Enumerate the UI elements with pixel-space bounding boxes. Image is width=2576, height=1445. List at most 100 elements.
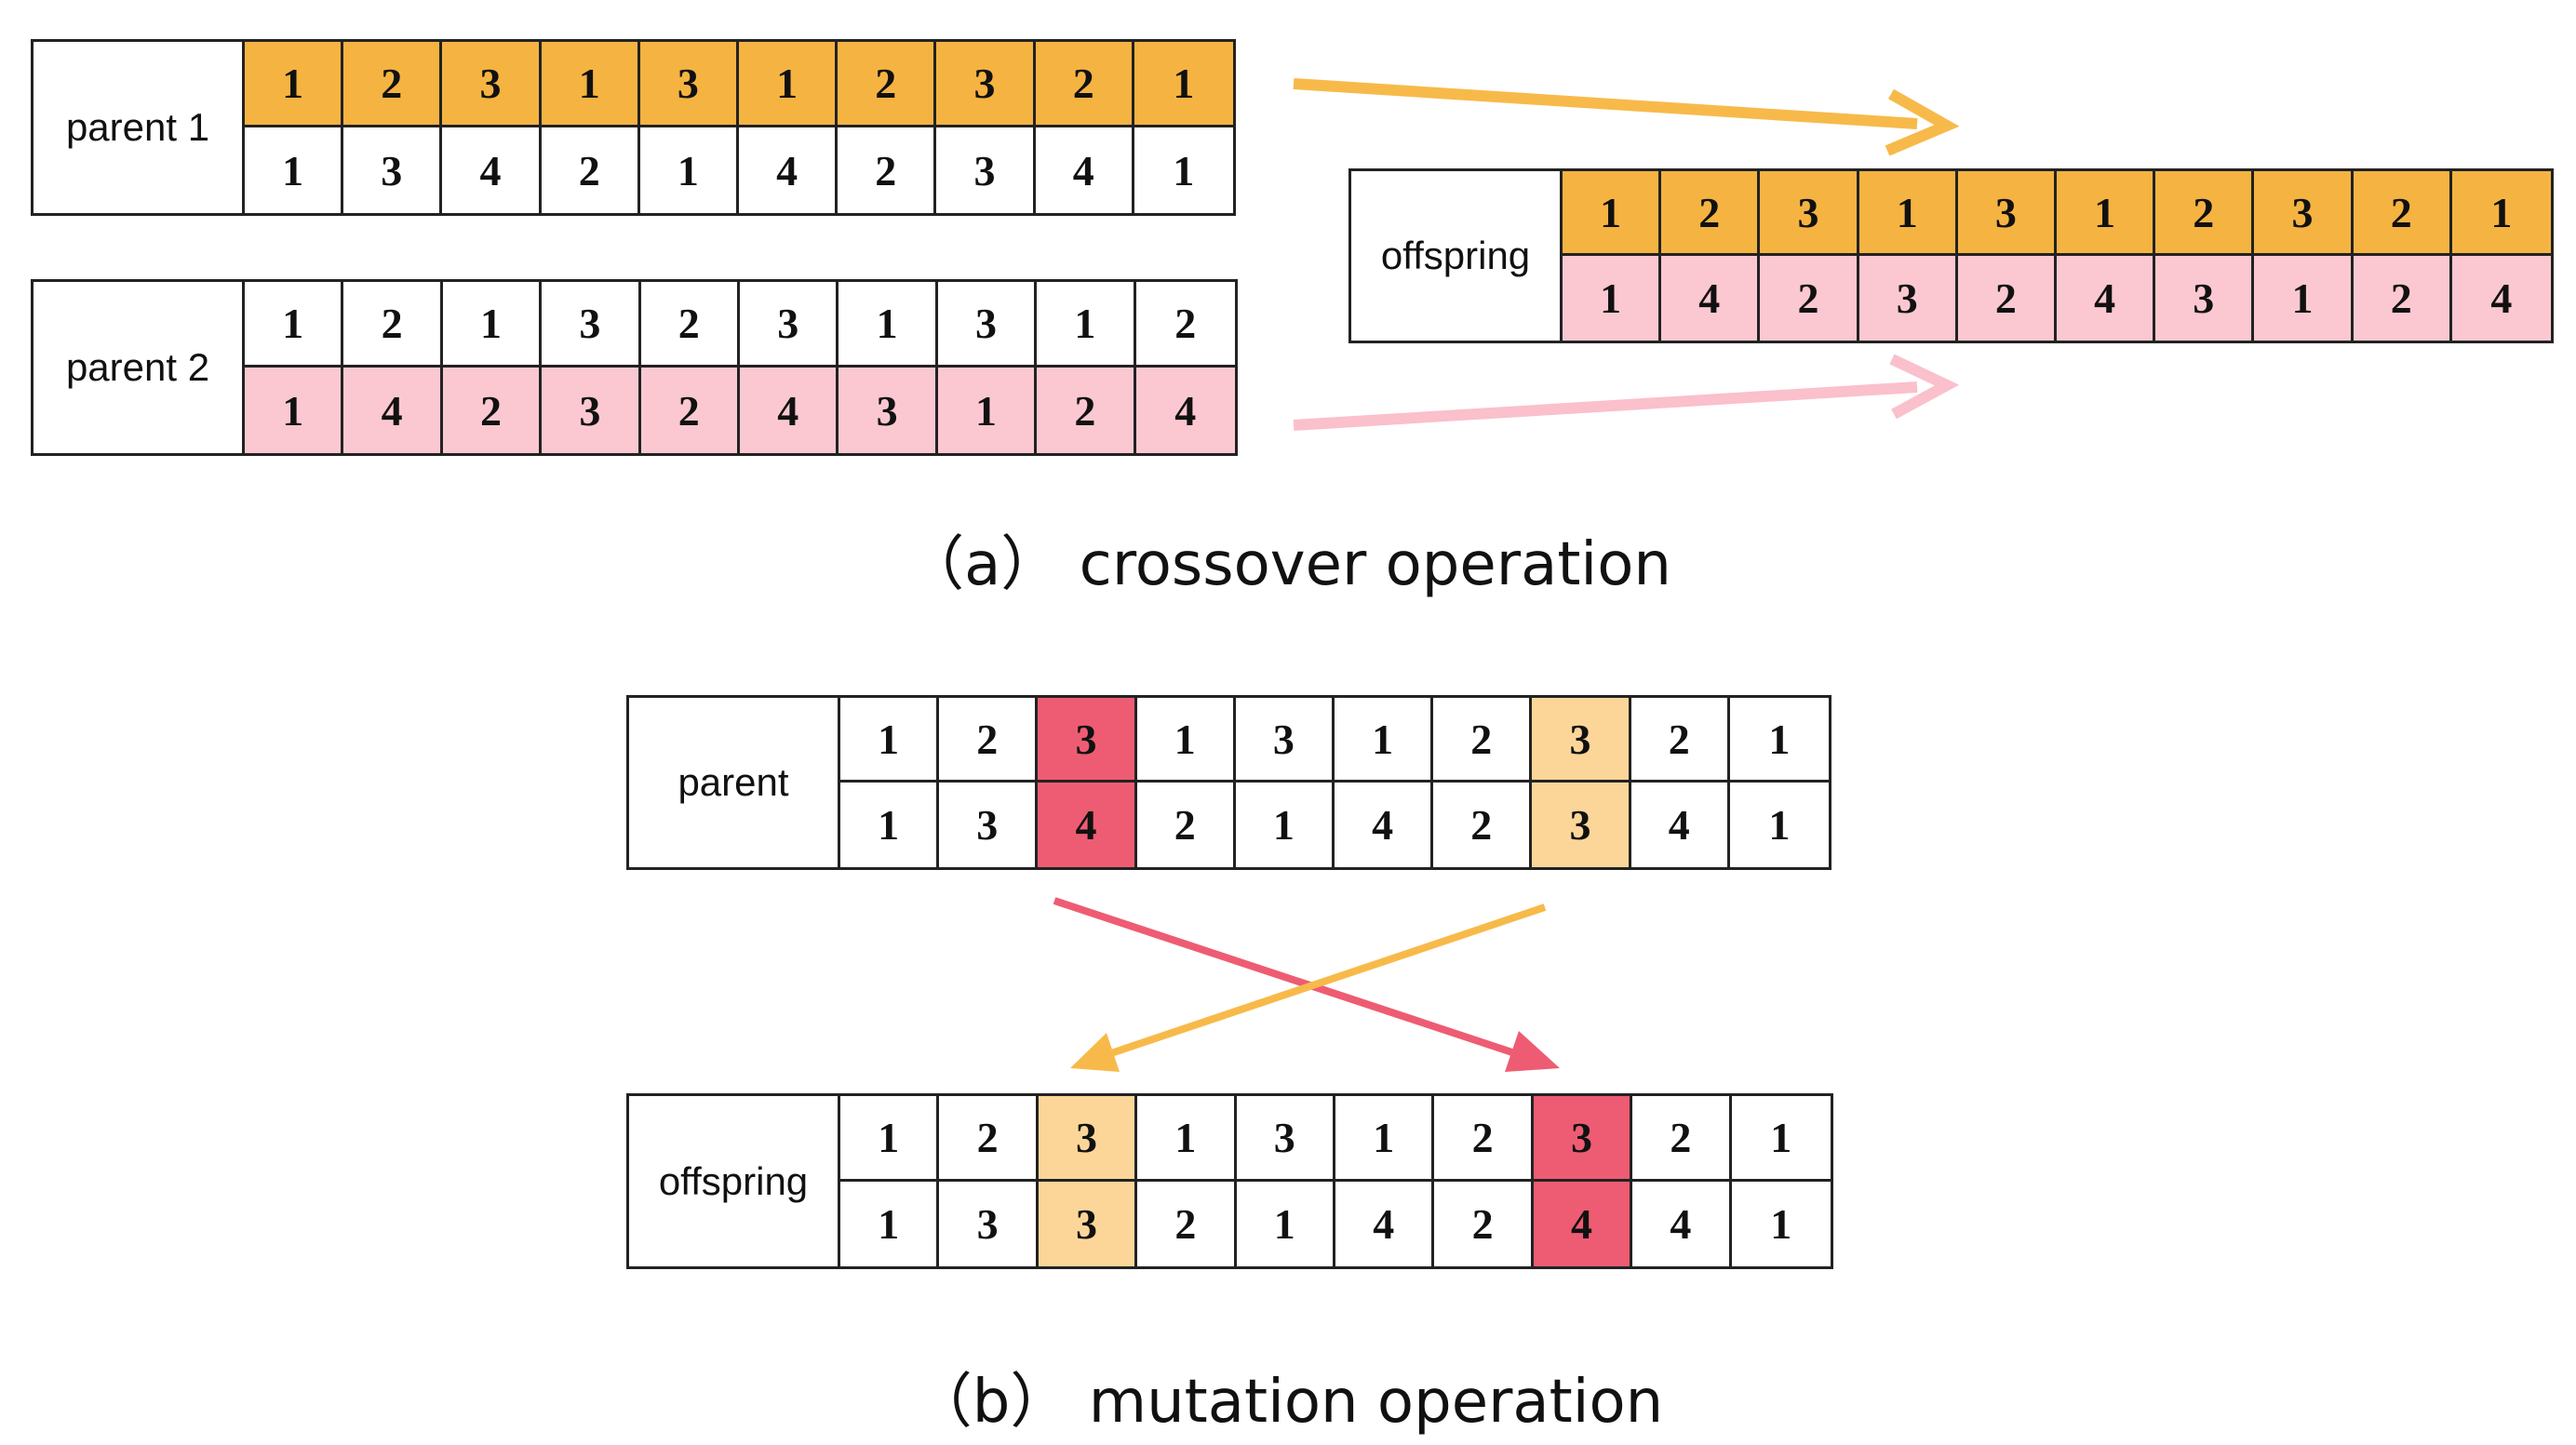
crossover-offspring-gene-bottom-9: 2 [2353,256,2452,341]
crossover-offspring-gene-bottom-2: 4 [1661,256,1761,341]
parent2-gene-bottom-5: 2 [640,368,740,453]
mutation-offspring-gene-top-6: 1 [1335,1096,1435,1182]
parent2-gene-top-9: 1 [1037,282,1136,368]
mutation-parent-gene-bottom-9: 4 [1631,783,1730,867]
mutation-offspring-gene-top-5: 3 [1236,1096,1335,1182]
mutation-offspring-gene-bottom-1: 1 [840,1181,940,1266]
orange-arrow-head [1070,1033,1120,1072]
parent2-gene-top-2: 2 [343,282,443,368]
mutation-offspring-gene-bottom-7: 2 [1434,1181,1534,1266]
parent1-gene-bottom-2: 3 [343,127,443,213]
parent2-gene-top-6: 3 [740,282,839,368]
mutation-offspring-gene-top-9: 2 [1632,1096,1732,1182]
mutation-parent-gene-top-9: 2 [1630,698,1730,783]
mutation-parent-gene-bottom-8: 3 [1532,783,1631,867]
crossover-offspring-gene-top-2: 2 [1661,171,1761,256]
parent1-gene-top-3: 3 [442,42,542,127]
parent1-arrow-shaft [1293,78,1918,129]
parent2-gene-bottom-1: 1 [245,368,344,453]
mutation-parent-gene-bottom-3: 4 [1038,783,1137,867]
mutation-parent-gene-top-4: 1 [1136,698,1236,783]
parent2-gene-top-4: 3 [542,282,641,368]
mutation-parent-gene-bottom-2: 3 [939,783,1039,867]
swap-arrow-orange [1070,903,1547,1072]
crossover-offspring-gene-top-4: 1 [1858,171,1958,256]
mutation-parent-label: parent [629,698,840,867]
mutation-parent-gene-bottom-7: 2 [1433,783,1533,867]
mutation-offspring-gene-top-7: 2 [1434,1096,1534,1182]
parent1-gene-top-7: 2 [838,42,937,127]
parent1-gene-bottom-3: 4 [442,127,542,213]
mutation-offspring-gene-bottom-2: 3 [939,1181,1039,1266]
mutation-offspring-gene-top-2: 2 [939,1096,1039,1182]
parent1-gene-top-4: 1 [541,42,640,127]
parent1-gene-bottom-8: 3 [936,127,1036,213]
mutation-parent-gene-bottom-1: 1 [840,783,940,867]
parent2-gene-bottom-9: 2 [1037,368,1136,453]
mutation-offspring-gene-top-4: 1 [1137,1096,1237,1182]
parent2-gene-bottom-3: 2 [442,368,543,453]
parent1-gene-bottom-6: 4 [739,127,839,213]
crossover-offspring-gene-bottom-4: 3 [1858,256,1958,341]
crossover-offspring-gene-bottom-8: 1 [2254,256,2354,341]
mutation-offspring-gene-bottom-3: 3 [1038,1181,1138,1266]
parent2-gene-bottom-8: 1 [937,368,1038,453]
mutation-offspring-gene-bottom-9: 4 [1632,1181,1732,1266]
crossover-offspring-label: offspring [1351,171,1563,341]
crossover-offspring-gene-top-7: 2 [2155,171,2255,256]
crossover-offspring-gene-bottom-7: 3 [2155,256,2255,341]
parent1-label: parent 1 [34,42,245,213]
parent1-gene-top-8: 3 [936,42,1036,127]
mutation-parent-gene-top-5: 3 [1235,698,1335,783]
mutation-offspring-gene-bottom-10: 1 [1770,1199,1792,1248]
mutation-offspring-gene-top-1: 1 [840,1096,940,1182]
mutation-parent-gene-top-10: 1 [1729,698,1829,783]
parent1-gene-top-6: 1 [738,42,839,127]
crossover-offspring-gene-top-3: 3 [1760,171,1859,256]
parent2-arrow-head [1889,354,1960,420]
mutation-offspring-label: offspring [629,1096,840,1266]
parent2-gene-top-3: 1 [442,282,543,368]
mutation-parent-gene-top-1: 1 [840,698,940,783]
parent2-gene-bottom-6: 4 [740,368,839,453]
mutation-offspring-gene-top-3: 3 [1038,1096,1138,1182]
parent2-to-offspring-arrow [1293,354,1960,431]
mutation-parent-gene-top-6: 1 [1334,698,1434,783]
mutation-offspring-gene-bottom-4: 2 [1137,1181,1237,1266]
parent2-gene-bottom-7: 3 [839,368,938,453]
crossover-offspring-gene-top-6: 1 [2056,171,2156,256]
parent2-gene-top-8: 3 [937,282,1038,368]
mutation-parent-gene-top-3: 3 [1038,698,1137,783]
crossover-caption: （a） crossover operation [905,530,1671,599]
parent1-gene-bottom-9: 4 [1036,127,1134,213]
crossover-offspring-gene-bottom-1: 1 [1563,256,1662,341]
parent2-label: parent 2 [34,282,245,453]
crossover-offspring-gene-bottom-5: 2 [1957,256,2057,341]
parent2-gene-top-5: 2 [640,282,740,368]
parent1-gene-bottom-4: 2 [542,127,640,213]
mutation-parent-gene-top-7: 2 [1433,698,1533,783]
mutation-caption: （b） mutation operation [912,1368,1664,1437]
crossover-offspring-gene-top-5: 3 [1957,171,2057,256]
crossover-offspring-gene-top-1: 1 [1563,171,1662,256]
red-arrow-head [1505,1031,1560,1072]
parent2-gene-top-7: 1 [839,282,938,368]
crossover-offspring-gene-bottom-3: 2 [1760,256,1859,341]
mutation-offspring-gene-top-8: 3 [1533,1096,1633,1182]
parent1-gene-top-10: 1 [1134,42,1233,127]
crossover-offspring-gene-top-9: 2 [2353,171,2452,256]
parent2-gene-top-10: 2 [1135,282,1235,368]
mutation-parent-gene-bottom-10: 1 [1768,801,1791,849]
crossover-offspring-gene-top-8: 3 [2254,171,2354,256]
crossover-offspring-gene-top-10: 1 [2451,171,2551,256]
parent1-gene-bottom-1: 1 [245,127,344,213]
